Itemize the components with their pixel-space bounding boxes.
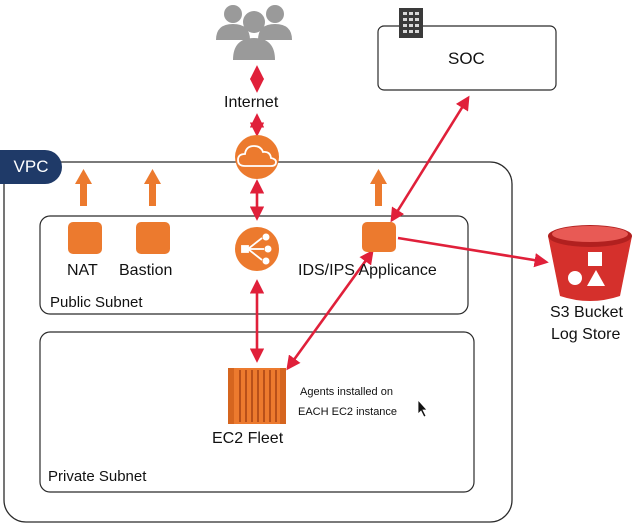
ids-outbound-arrow	[370, 169, 387, 206]
arrow-soc-ids	[390, 95, 470, 223]
ids-label: IDS/IPS Applicance	[298, 262, 437, 279]
s3-bucket-icon	[548, 225, 632, 301]
bastion-label: Bastion	[119, 262, 173, 279]
outbound-arrows	[75, 169, 387, 206]
building-icon	[399, 8, 423, 38]
nat-label: NAT	[67, 262, 98, 279]
soc-box	[377, 25, 557, 91]
agents-note-line1: Agents installed on	[300, 386, 393, 398]
s3-label-line1: S3 Bucket	[550, 304, 623, 321]
private-subnet-label: Private Subnet	[48, 468, 147, 485]
agents-note-line2: EACH EC2 instance	[298, 406, 398, 418]
cursor-icon	[417, 398, 428, 418]
ec2-icon	[228, 368, 286, 424]
vpc-label: VPC	[0, 150, 62, 184]
ids-instance-icon	[362, 222, 396, 252]
arrow-ids-s3	[397, 236, 549, 268]
public-subnet-label: Public Subnet	[50, 294, 143, 311]
soc-label: SOC	[448, 49, 485, 68]
nat-instance-icon	[68, 222, 102, 254]
arrow-ids-ec2	[286, 249, 374, 371]
bastion-outbound-arrow	[144, 169, 161, 206]
bastion-instance-icon	[136, 222, 170, 254]
cloud-gateway-icon	[235, 135, 279, 179]
nat-outbound-arrow	[75, 169, 92, 206]
s3-label-line2: Log Store	[551, 326, 621, 343]
ec2-fleet-label: EC2 Fleet	[212, 430, 284, 447]
load-balancer-icon	[235, 227, 279, 271]
users-icon	[216, 5, 292, 60]
internet-label: Internet	[224, 94, 279, 111]
connection-arrows	[249, 65, 549, 371]
